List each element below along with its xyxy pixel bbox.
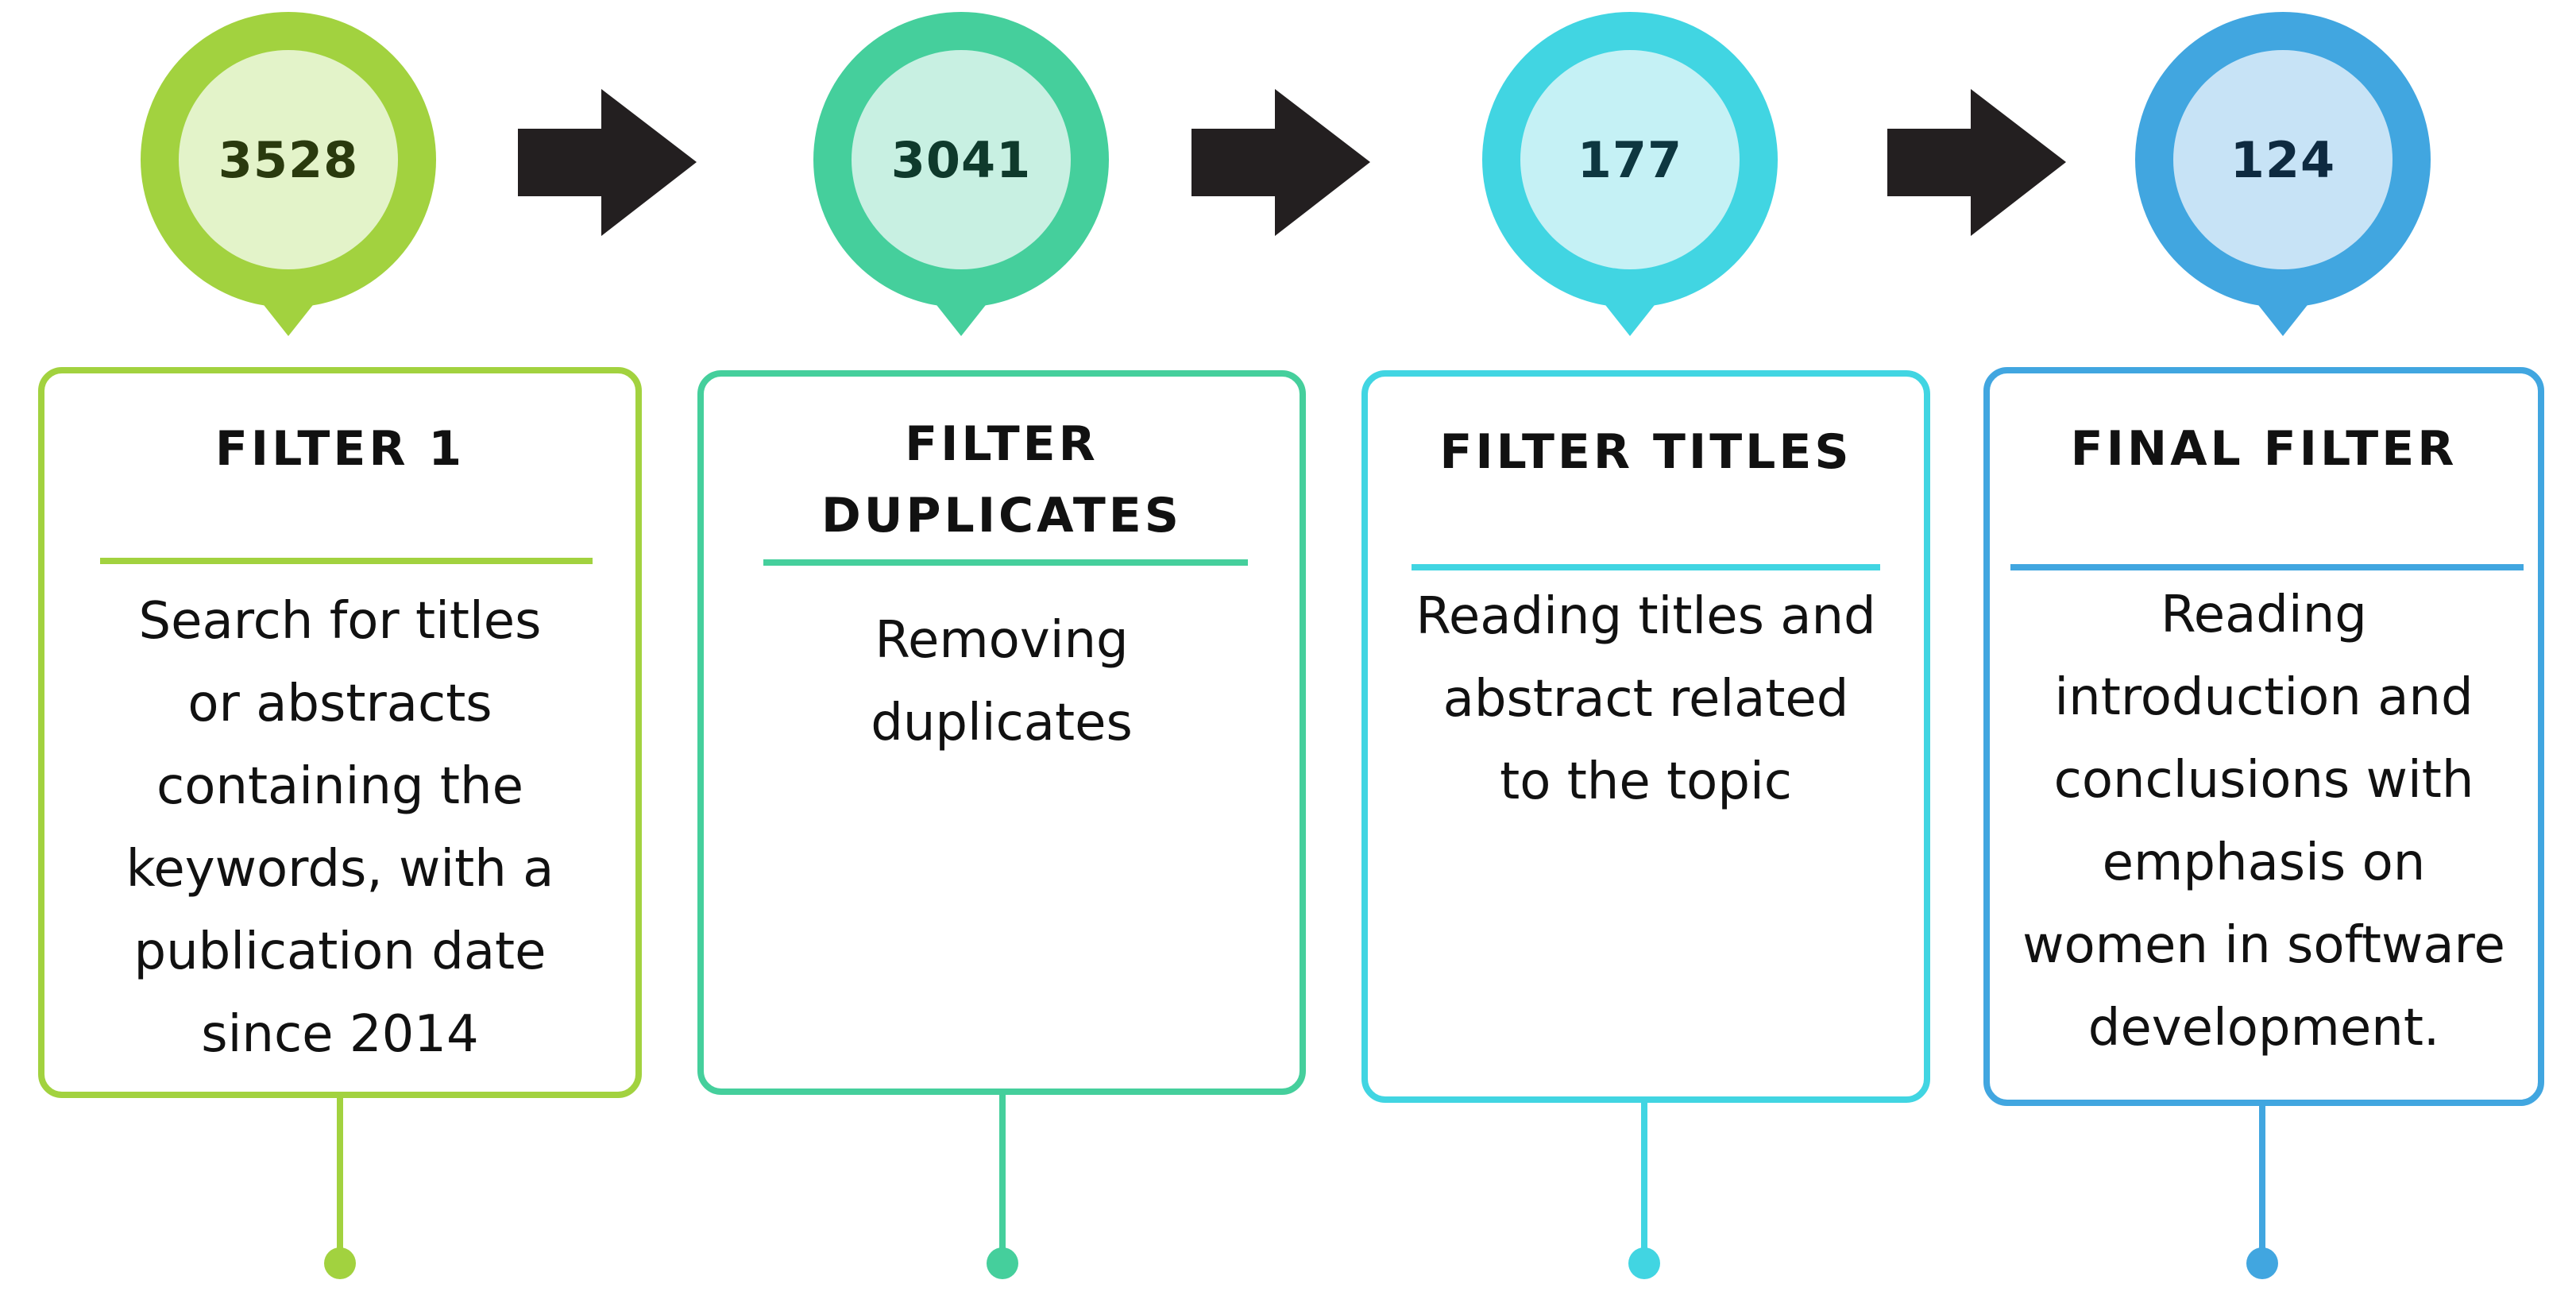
stage-4-card: FINAL FILTER Reading introduction and co… xyxy=(1983,367,2544,1106)
stage-1-title: FILTER 1 xyxy=(214,421,465,477)
stage-4-description-line: development. xyxy=(2087,999,2440,1058)
stage-1-description-line: since 2014 xyxy=(201,1005,479,1064)
stage-3-divider xyxy=(1412,564,1880,570)
stage-1-card: FILTER 1 Search for titles or abstracts … xyxy=(38,367,642,1098)
stage-2-title-line: DUPLICATES xyxy=(821,488,1182,543)
stage-2-connector xyxy=(999,1092,1006,1260)
stage-4-connector xyxy=(2259,1103,2265,1260)
stage-4-pin-inner: 124 xyxy=(2173,50,2393,269)
stage-2-pin: 3041 xyxy=(813,12,1109,307)
stage-4-description-line: Reading xyxy=(2161,586,2367,644)
stage-2-card: FILTER DUPLICATES Removing duplicates xyxy=(697,370,1306,1095)
stage-1-connector xyxy=(337,1095,343,1262)
stage-4-description: Reading introduction and conclusions wit… xyxy=(2006,574,2522,1069)
stage-1-pin-inner: 3528 xyxy=(179,50,398,269)
stage-4-description-line: women in software xyxy=(2022,916,2505,975)
stage-1-description: Search for titles or abstracts containin… xyxy=(60,580,620,1076)
stage-1-count: 3528 xyxy=(218,130,359,189)
stage-1-pin-pointer xyxy=(258,298,319,336)
stage-3-count: 177 xyxy=(1577,130,1683,189)
stage-3-connector-dot xyxy=(1628,1247,1660,1279)
stage-4-pin-pointer xyxy=(2253,298,2313,336)
stage-2-pin-pointer xyxy=(931,298,991,336)
stage-1-description-line: publication date xyxy=(133,922,546,981)
stage-1-description-line: Search for titles xyxy=(138,592,542,651)
stage-4-title: FINAL FILTER xyxy=(2070,421,2458,477)
stage-2-description-line: duplicates xyxy=(871,694,1133,752)
stage-3-title: FILTER TITLES xyxy=(1439,424,1852,480)
stage-2-count: 3041 xyxy=(890,130,1032,189)
stage-3-description-line: Reading titles and xyxy=(1415,587,1876,646)
stage-1-description-line: or abstracts xyxy=(187,675,492,733)
stage-1-divider xyxy=(100,558,593,564)
stage-2-divider xyxy=(763,559,1248,566)
stage-3-description: Reading titles and abstract related to t… xyxy=(1384,575,1908,823)
stage-3-description-line: to the topic xyxy=(1500,752,1792,811)
stage-4-pin: 124 xyxy=(2135,12,2431,307)
stage-2-description-line: Removing xyxy=(875,611,1129,670)
stage-4-divider xyxy=(2010,564,2524,570)
stage-3-card: FILTER TITLES Reading titles and abstrac… xyxy=(1361,370,1930,1103)
stage-1-pin: 3528 xyxy=(141,12,436,307)
right-arrow-icon xyxy=(1887,89,2066,236)
stage-3-description-line: abstract related xyxy=(1442,670,1849,729)
right-arrow-icon xyxy=(518,89,697,236)
stage-3-pin: 177 xyxy=(1482,12,1778,307)
stage-1-description-line: keywords, with a xyxy=(126,840,554,899)
stage-2-pin-inner: 3041 xyxy=(852,50,1071,269)
stage-4-description-line: conclusions with xyxy=(2053,751,2474,810)
stage-3-pin-inner: 177 xyxy=(1520,50,1740,269)
stage-2-title-line: FILTER xyxy=(905,416,1099,472)
stage-1-connector-dot xyxy=(324,1247,356,1279)
right-arrow-icon xyxy=(1191,89,1370,236)
stage-2-description: Removing duplicates xyxy=(720,599,1284,764)
stage-3-pin-pointer xyxy=(1600,298,1660,336)
stage-4-connector-dot xyxy=(2246,1247,2278,1279)
stage-2-title: FILTER DUPLICATES xyxy=(720,408,1284,551)
stage-2-connector-dot xyxy=(987,1247,1018,1279)
stage-4-description-line: emphasis on xyxy=(2102,833,2426,892)
stage-4-description-line: introduction and xyxy=(2054,668,2474,727)
stage-1-description-line: containing the xyxy=(156,757,523,816)
stage-3-connector xyxy=(1641,1100,1647,1260)
stage-4-count: 124 xyxy=(2230,130,2336,189)
